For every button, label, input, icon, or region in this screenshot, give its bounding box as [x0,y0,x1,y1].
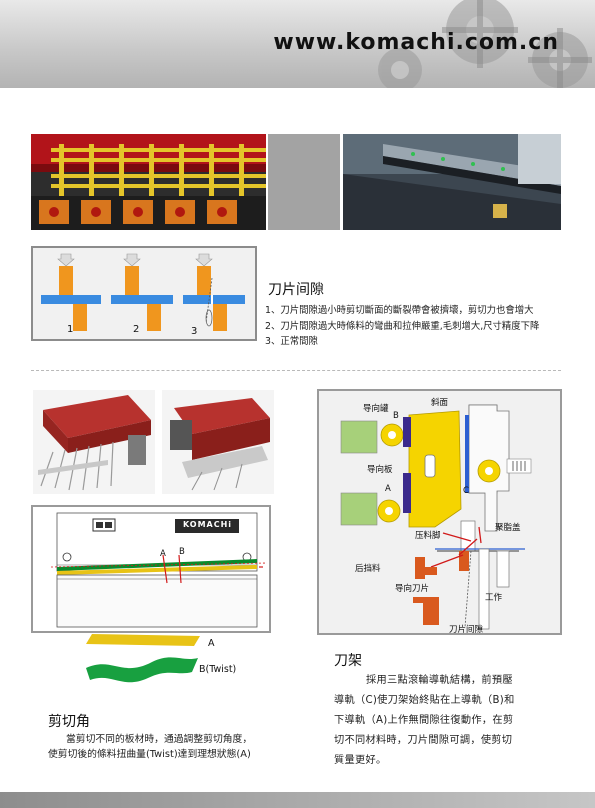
machine-render-left [33,390,155,494]
label-polyester-cover: 聚脂盖 [495,523,521,533]
footer-bar [0,792,595,808]
strip-label-a: A [208,638,215,649]
shear-angle-line-1: 當剪切不同的板材時，通過調整剪切角度， [66,734,253,745]
blade-clearance-title: 刀片间隙 [268,282,324,298]
label-guide-blade: 导向刀片 [395,584,430,594]
blade-photo-right [343,134,561,230]
label-press-foot: 压料脚 [415,531,441,541]
blade-holder-diagram: 导向罐 B 斜面 导向板 A C 压料脚 聚脂盖 后挡料 导向刀片 工作 刀片间… [317,389,562,635]
machine-brand-plate: KOMACHi [182,520,233,529]
label-b: B [393,411,399,421]
label-back-stop: 后挡料 [355,564,381,574]
gray-block [268,134,340,230]
shear-angle-title: 剪切角 [48,714,90,730]
clearance-number-2: 2 [133,324,140,335]
label-guide-roller: 导向罐 [363,404,389,414]
section-divider [31,370,561,371]
label-a: A [385,484,391,494]
strip-label-b-twist: B(Twist) [199,664,237,675]
blade-clearance-item-3: 3、正常間隙 [265,336,318,347]
blade-holder-line-4: 切不同材料時，刀片間隙可調，使剪切 [334,735,513,746]
blade-clearance-item-2: 2、刀片間隙過大時條料的彎曲和拉伸嚴重,毛刺增大,尺寸精度下降 [265,321,540,332]
blade-holder-line-2: 導軌（C)使刀架始終貼在上導軌（B)和 [334,695,515,706]
blade-holder-line-3: 下導軌（A)上作無間隙往復動作，在剪 [334,715,514,726]
shear-label-a: A [160,549,166,559]
gear-decoration [378,0,592,88]
shear-angle-line-2: 使剪切後的條料扭曲量(Twist)達到理想狀態(A) [48,749,251,760]
shear-label-b: B [179,547,185,557]
blade-clearance-item-1: 1、刀片間隙過小時剪切斷面的斷裂帶會被擠壞，剪切力也會增大 [265,305,534,316]
clearance-number-3: 3 [191,326,198,337]
blade-photo-left [31,134,266,230]
machine-render-right [162,390,274,494]
label-c: C [463,486,469,496]
label-work: 工作 [485,593,503,603]
header-banner: www.komachi.com.cn [0,0,595,88]
website-url[interactable]: www.komachi.com.cn [273,30,559,55]
label-blade-gap: 刀片间隙 [449,625,484,635]
clearance-number-1: 1 [67,324,74,335]
label-guide-plate: 导向板 [367,465,393,475]
blade-holder-title: 刀架 [334,653,362,669]
blade-holder-line-5: 質量更好。 [334,755,387,766]
blade-holder-line-1: 採用三點滾輪導軌結構，前預壓 [366,675,513,686]
shear-angle-diagram: KOMACHi A B [31,505,271,633]
label-incline: 斜面 [431,398,449,408]
twist-strips [82,632,202,690]
blade-clearance-diagram: 1 2 3 [31,246,257,341]
